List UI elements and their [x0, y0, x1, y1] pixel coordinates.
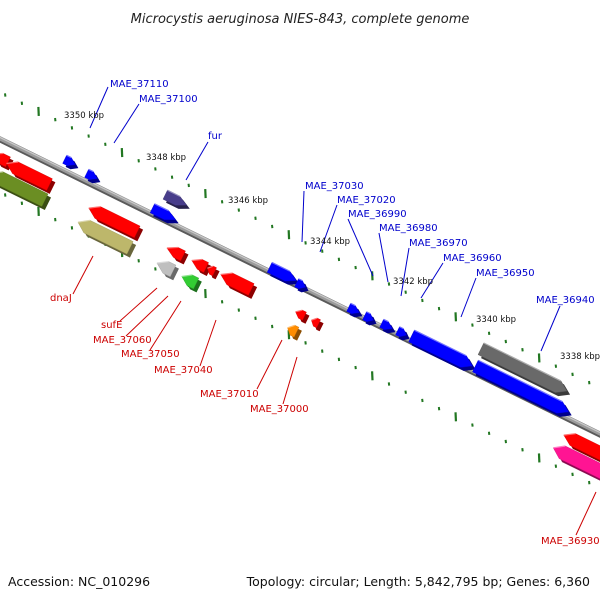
leader-line — [347, 218, 374, 277]
gene-label[interactable]: MAE_36930 — [541, 536, 600, 547]
gene-feature[interactable] — [77, 219, 137, 258]
gene-features — [0, 152, 600, 486]
gene-feature[interactable] — [0, 171, 52, 211]
gene-feature[interactable] — [408, 329, 476, 371]
gene-label[interactable]: MAE_37020 — [337, 195, 396, 206]
gene-feature[interactable] — [84, 168, 101, 184]
gene-feature[interactable] — [294, 278, 309, 293]
leader-line — [149, 300, 182, 351]
gene-label[interactable]: MAE_36940 — [536, 295, 595, 306]
gene-label[interactable]: MAE_37040 — [154, 365, 213, 376]
gene-feature[interactable] — [477, 342, 571, 397]
gene-label[interactable]: sufE — [101, 320, 122, 331]
gene-label[interactable]: MAE_37100 — [139, 94, 198, 105]
gene-label[interactable]: MAE_37060 — [93, 335, 152, 346]
tick-tracks — [4, 93, 591, 485]
gene-feature[interactable] — [266, 261, 300, 285]
gene-feature[interactable] — [563, 433, 600, 469]
leader-line — [282, 356, 298, 405]
gene-label[interactable]: MAE_36990 — [348, 209, 407, 220]
gene-feature[interactable] — [220, 272, 258, 299]
leader-line — [89, 86, 109, 129]
scale-label: 3342 kbp — [393, 277, 433, 287]
scale-label: 3346 kbp — [228, 196, 268, 206]
scale-label: 3350 kbp — [64, 111, 104, 121]
gene-feature[interactable] — [88, 206, 144, 242]
scale-label: 3348 kbp — [146, 153, 186, 163]
scale-label: 3344 kbp — [310, 237, 350, 247]
gene-feature[interactable] — [166, 246, 189, 265]
gene-label[interactable]: MAE_37030 — [305, 181, 364, 192]
leader-line — [72, 255, 94, 295]
gene-feature[interactable] — [287, 324, 302, 341]
leader-line — [185, 141, 209, 181]
gene-label[interactable]: dnaJ — [50, 293, 72, 304]
leader-line — [420, 262, 444, 299]
gene-feature[interactable] — [472, 359, 572, 417]
gene-feature[interactable] — [156, 260, 179, 281]
gene-label[interactable]: MAE_37010 — [200, 389, 259, 400]
leader-line — [540, 305, 561, 352]
scale-label: 3340 kbp — [476, 315, 516, 325]
gene-label[interactable]: MAE_37110 — [110, 79, 169, 90]
genome-summary-text: Topology: circular; Length: 5,842,795 bp… — [246, 574, 590, 589]
gene-label[interactable]: fur — [208, 131, 223, 142]
leader-line — [113, 103, 140, 144]
gene-feature[interactable] — [191, 258, 212, 276]
gene-feature[interactable] — [149, 203, 179, 224]
gene-feature[interactable] — [162, 189, 190, 209]
leader-line — [378, 232, 389, 283]
gene-feature[interactable] — [362, 311, 377, 326]
scale-labels: 3350 kbp 3348 kbp 3346 kbp 3344 kbp 3342… — [64, 111, 600, 362]
gene-feature[interactable] — [395, 326, 410, 341]
gene-feature[interactable] — [207, 265, 220, 280]
reverse-gene-labels: dnaJ sufE MAE_37060 MAE_37050 MAE_37040 … — [50, 293, 600, 547]
leader-line — [301, 190, 305, 243]
gene-label[interactable]: MAE_36970 — [409, 238, 468, 249]
accession-text: Accession: NC_010296 — [8, 574, 150, 589]
gene-label[interactable]: MAE_36980 — [379, 223, 438, 234]
gene-label[interactable]: MAE_37050 — [121, 349, 180, 360]
leader-line — [125, 295, 169, 337]
leader-line — [119, 287, 158, 322]
gene-feature[interactable] — [311, 317, 324, 332]
gene-label[interactable]: MAE_36950 — [476, 268, 535, 279]
gene-feature[interactable] — [6, 161, 56, 194]
leader-line — [460, 277, 477, 318]
label-leader-lines — [72, 86, 597, 536]
leader-line — [400, 247, 410, 297]
gene-feature[interactable] — [379, 318, 396, 334]
map-title: Microcystis aeruginosa NIES-843, complet… — [131, 12, 470, 27]
gene-feature[interactable] — [181, 274, 202, 293]
leader-line — [256, 339, 283, 390]
forward-gene-labels: MAE_37110 MAE_37100 fur MAE_37030 MAE_37… — [110, 79, 595, 306]
gene-feature[interactable] — [295, 309, 310, 324]
leader-line — [319, 204, 338, 253]
gene-feature[interactable] — [346, 302, 363, 318]
gene-feature[interactable] — [552, 445, 600, 486]
scale-label: 3338 kbp — [560, 352, 600, 362]
gene-label[interactable]: MAE_37000 — [250, 404, 309, 415]
gene-label[interactable]: MAE_36960 — [443, 253, 502, 264]
leader-line — [575, 491, 597, 536]
gene-feature[interactable] — [62, 154, 79, 170]
leader-line — [199, 319, 217, 367]
